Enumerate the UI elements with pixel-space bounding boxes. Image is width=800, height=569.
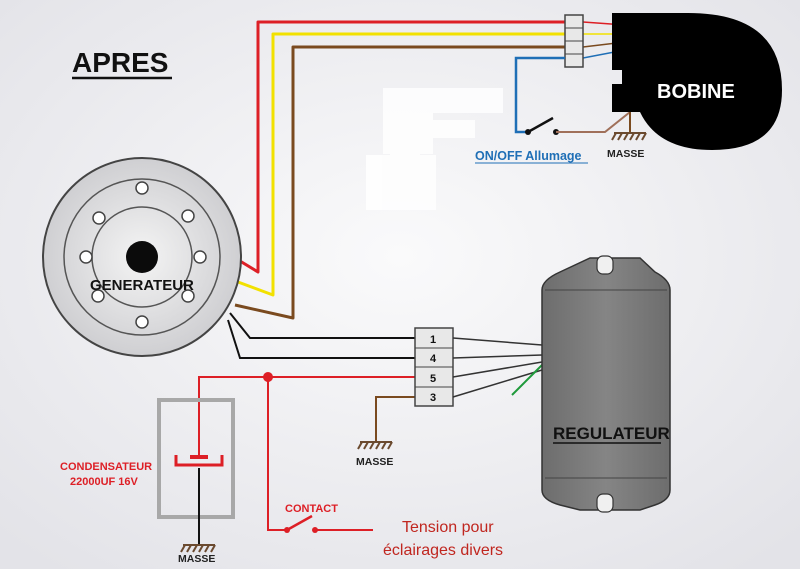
wire-red-contact <box>267 377 285 531</box>
bobine-coil <box>612 13 782 150</box>
wire-yellow-gen-bobine <box>237 32 565 297</box>
bobine-connector <box>564 14 584 68</box>
switch-allumage-label: ON/OFF Allumage <box>475 149 582 163</box>
regulator-label: REGULATEUR <box>553 424 670 443</box>
bobine-label: BOBINE <box>657 81 735 103</box>
wire-brown-3 <box>375 396 415 442</box>
condensateur-symbol <box>174 455 224 467</box>
junction-dot <box>263 372 273 382</box>
generator <box>42 157 242 357</box>
condensateur-box <box>157 398 235 519</box>
ground-symbol-regulator <box>357 441 393 450</box>
on-off-switch <box>525 116 559 135</box>
tension-label-line1: Tension pour <box>402 519 494 536</box>
wire-black-4 <box>227 319 415 359</box>
wire-brown-switch-masse <box>556 111 631 133</box>
condensateur-value: 22000UF 16V <box>70 476 139 488</box>
wire-red-gen-bobine <box>234 20 565 274</box>
page-title: APRES <box>72 47 168 78</box>
generator-label: GENERATEUR <box>90 277 194 294</box>
wire-blue-switch <box>514 56 565 134</box>
ground-symbol-bobine <box>611 132 647 141</box>
terminal-5: 5 <box>430 373 436 385</box>
ground-symbol-condensateur <box>180 544 216 553</box>
regulator <box>541 255 671 513</box>
terminal-3: 3 <box>430 392 436 404</box>
wire-brown-gen-bobine <box>234 45 565 320</box>
condensateur-label: CONDENSATEUR <box>60 461 152 473</box>
faded-shapes <box>366 88 503 210</box>
masse-regulator-label: MASSE <box>356 456 393 468</box>
terminal-4: 4 <box>430 353 437 365</box>
regulator-connector <box>414 327 454 407</box>
generator-bolt-holes <box>79 181 207 329</box>
contact-label: CONTACT <box>285 503 338 515</box>
masse-condensateur-label: MASSE <box>178 553 215 565</box>
terminal-1: 1 <box>430 334 436 346</box>
tension-label-line2: éclairages divers <box>383 542 503 559</box>
wire-black-1 <box>229 312 415 339</box>
wire-red-5 <box>198 376 415 447</box>
masse-bobine-label: MASSE <box>607 148 644 160</box>
wire-green <box>511 361 546 396</box>
generator-shaft <box>126 241 158 273</box>
